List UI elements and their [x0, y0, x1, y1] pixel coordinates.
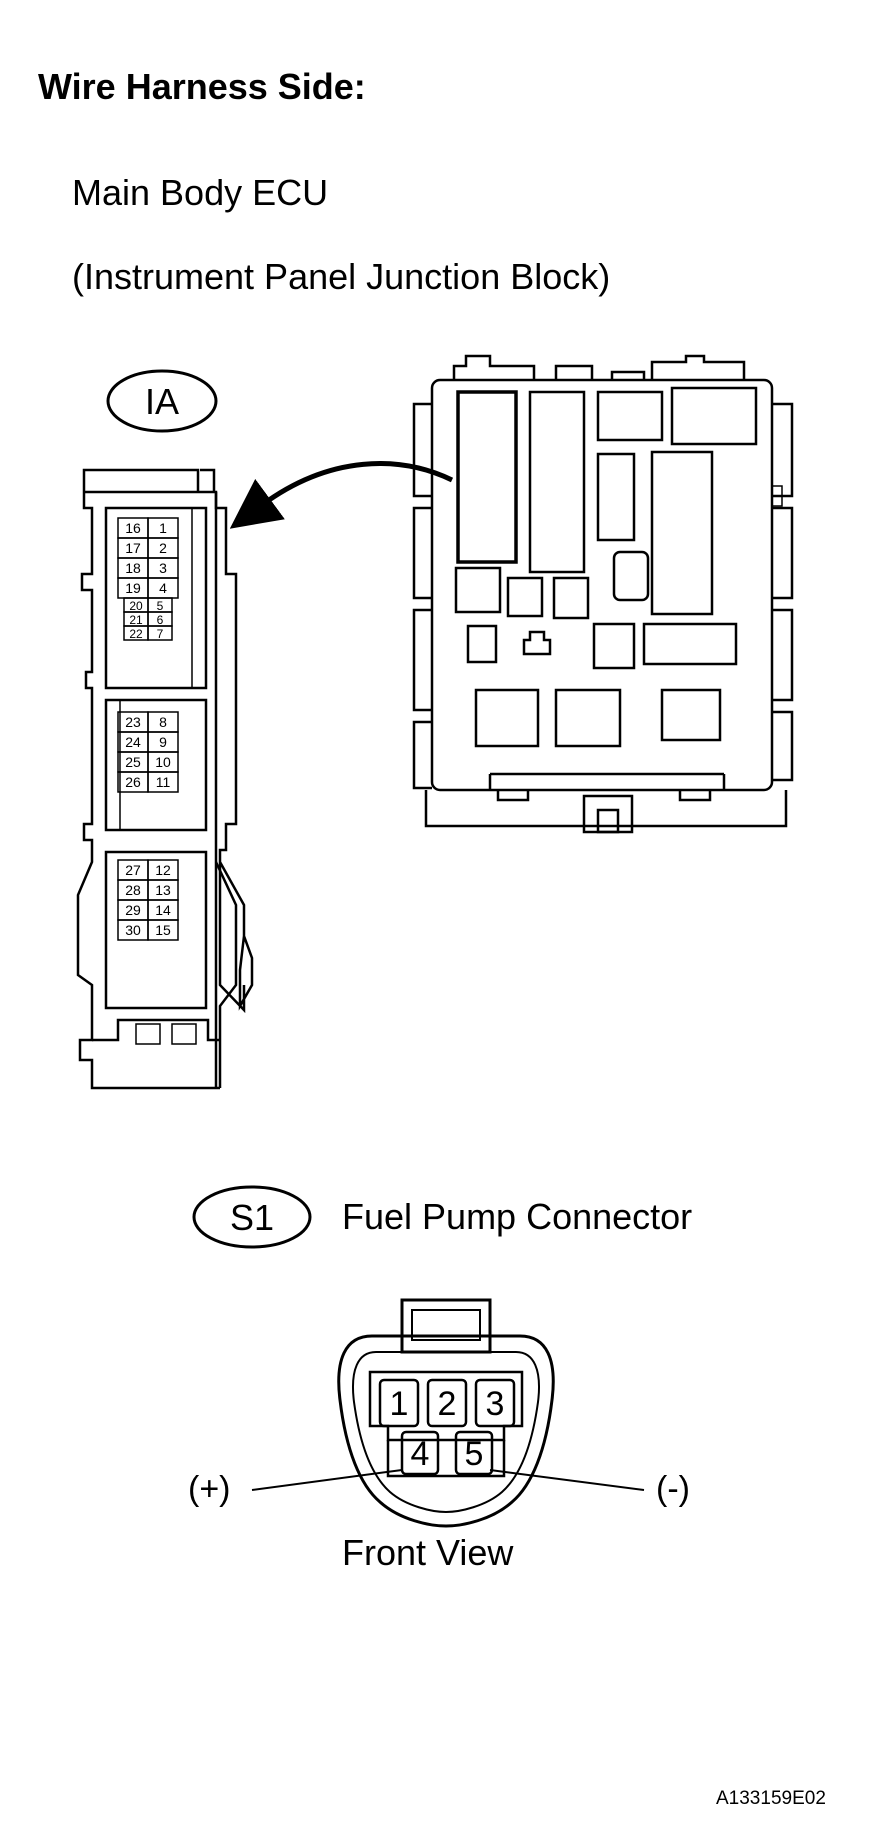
s1-code-label: S1 [230, 1197, 274, 1238]
figure-id: A133159E02 [716, 1788, 826, 1809]
ia-pin-label: 6 [157, 613, 164, 627]
ia-pin-label: 12 [155, 862, 171, 878]
ia-pin-label: 17 [125, 540, 141, 556]
ia-pin-label: 14 [155, 902, 171, 918]
ia-pin-label: 24 [125, 734, 141, 750]
fuel-pump-pin-cell [400, 1430, 440, 1476]
fuel-pump-pin-label: 2 [438, 1385, 457, 1423]
ecu-title: Main Body ECU [72, 172, 329, 213]
ia-code-label: IA [145, 381, 179, 422]
fuel-pump-pin-cell [426, 1378, 468, 1428]
junction-block [412, 354, 794, 834]
fuel-pump-pin-label: 5 [465, 1435, 484, 1473]
ia-pin-label: 20 [129, 599, 143, 613]
fuel-pump-title: Fuel Pump Connector [342, 1196, 693, 1237]
ia-pin-label: 5 [157, 599, 164, 613]
ia-pin-label: 13 [155, 882, 171, 898]
fuel-pump-pin-cell [378, 1378, 420, 1428]
minus-terminal-label: (-) [656, 1470, 690, 1508]
minus-leader-line [489, 1469, 645, 1491]
fuel-pump-pin-label: 4 [411, 1435, 430, 1473]
ia-pin-cell [147, 919, 179, 941]
fuel-pump-pin-label: 3 [486, 1385, 505, 1423]
ia-pin-label: 4 [159, 580, 167, 596]
plus-terminal-label: (+) [188, 1470, 231, 1508]
plus-leader-line [251, 1469, 403, 1491]
ia-pin-label: 3 [159, 560, 167, 576]
ia-pin-label: 25 [125, 754, 141, 770]
ia-pin-label: 8 [159, 714, 167, 730]
ia-pin-cell [147, 625, 173, 641]
ia-connector-outline [76, 468, 254, 1090]
ia-pin-label: 21 [129, 613, 143, 627]
fuel-pump-pin-label: 1 [390, 1385, 409, 1423]
ia-pin-label: 22 [129, 627, 143, 641]
fuel-pump-pin-cell [454, 1430, 494, 1476]
fuel-pump-pin-cell [474, 1378, 516, 1428]
front-view-label: Front View [342, 1532, 514, 1573]
ia-pin-cell [147, 771, 179, 793]
ia-pin-label: 30 [125, 922, 141, 938]
ecu-subtitle: (Instrument Panel Junction Block) [72, 256, 611, 297]
ia-pin-label: 16 [125, 520, 141, 536]
ia-pin-label: 26 [125, 774, 141, 790]
ia-pin-label: 11 [156, 774, 171, 790]
pointer-arrow [229, 461, 454, 529]
ia-pin-label: 7 [157, 627, 164, 641]
ia-pin-label: 27 [125, 862, 141, 878]
ia-pin-label: 9 [159, 734, 167, 750]
ia-pin-grid: 16 1 17 2 18 3 19 4 20 5 21 6 22 7 23 8 24 9 25 10 26 11 27 12 2… [117, 517, 179, 941]
ia-pin-label: 2 [159, 540, 167, 556]
s1-connector-code: S1 [192, 1185, 312, 1249]
fuel-pump-connector [337, 1298, 555, 1528]
ia-pin-label: 23 [125, 714, 141, 730]
ia-pin-label: 18 [125, 560, 141, 576]
diagram-heading: Wire Harness Side: [38, 66, 366, 107]
ia-pin-label: 29 [125, 902, 141, 918]
ia-pin-label: 19 [125, 580, 141, 596]
ia-pin-label: 15 [155, 922, 171, 938]
ia-pin-label: 28 [125, 882, 141, 898]
ia-connector-code: IA [106, 369, 218, 433]
ia-pin-label: 1 [159, 520, 167, 536]
ia-pin-label: 10 [155, 754, 171, 770]
